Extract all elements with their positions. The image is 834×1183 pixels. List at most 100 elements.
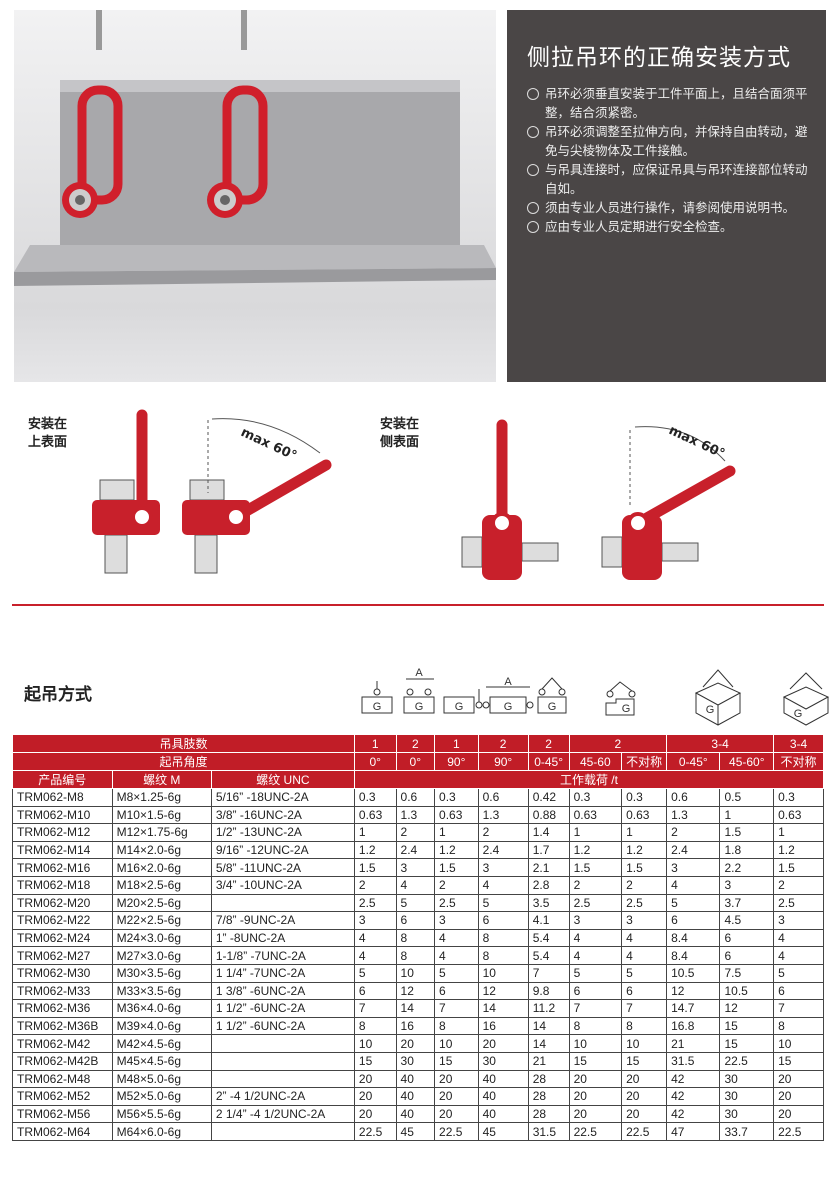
table-cell: 14 xyxy=(395,999,436,1018)
table-cell: M52×5.0-6g xyxy=(111,1087,212,1106)
max-angle-label: max 60° xyxy=(238,425,299,464)
table-cell: 5 xyxy=(477,893,529,913)
table-cell: M22×2.5-6g xyxy=(111,911,212,930)
section-title: 起吊方式 xyxy=(24,685,92,705)
table-cell: 1 xyxy=(353,823,397,842)
panel-title: 侧拉吊环的正确安装方式 xyxy=(527,45,791,71)
table-cell: 5 xyxy=(395,893,436,913)
table-cell: 2 xyxy=(666,823,721,842)
table-cell: 30 xyxy=(477,1051,529,1071)
table-cell: 20 xyxy=(773,1087,824,1106)
table-cell: 3/4” -10UNC-2A xyxy=(210,875,355,895)
table-cell: 2 xyxy=(477,823,529,842)
product-code-cell: TRM062-M24 xyxy=(12,928,113,948)
table-cell: 4 xyxy=(621,928,668,948)
table-cell: 1.4 xyxy=(527,823,570,842)
table-cell: 20 xyxy=(568,1069,623,1089)
table-cell: 4 xyxy=(353,928,397,948)
table-cell: 2.4 xyxy=(477,840,529,860)
product-code-cell: TRM062-M20 xyxy=(12,893,113,913)
table-cell: 40 xyxy=(395,1104,436,1124)
instruction-list: 吊环必须垂直安装于工件平面上，且结合面须平整，结合须紧密。 吊环必须调整至拉伸方… xyxy=(527,84,826,236)
table-cell: 45 xyxy=(477,1122,529,1141)
table-cell: 15 xyxy=(353,1051,397,1071)
table-cell: 5 xyxy=(621,963,668,983)
table-cell: 2.5 xyxy=(621,893,668,913)
product-code-cell: TRM062-M56 xyxy=(12,1104,113,1124)
table-cell: 1.5 xyxy=(621,858,668,877)
icon-g: G xyxy=(504,701,513,713)
icon-g: G xyxy=(706,704,715,716)
table-cell: 1-1/8” -7UNC-2A xyxy=(210,946,355,965)
table-cell: 8.4 xyxy=(666,928,721,948)
header-row-columns: 产品编号 螺纹 M 螺纹 UNC 工作载荷 /t xyxy=(12,770,825,789)
table-cell: 12 xyxy=(666,981,721,1001)
table-cell: 0.63 xyxy=(353,805,397,825)
table-cell: 42 xyxy=(666,1069,721,1089)
table-cell: 20 xyxy=(353,1087,397,1106)
icon-a: A xyxy=(415,667,423,679)
table-cell: 1 xyxy=(773,823,824,842)
header-cell: 90° xyxy=(434,752,479,771)
table-cell: 3/8” -16UNC-2A xyxy=(210,805,355,825)
table-cell: 20 xyxy=(434,1087,479,1106)
table-cell: M56×5.5-6g xyxy=(111,1104,212,1124)
table-cell: 4 xyxy=(434,946,479,965)
table-cell: 0.42 xyxy=(527,788,570,807)
table-cell: 1.5 xyxy=(773,858,824,877)
top-surface-diagram: max 60° xyxy=(92,409,332,574)
table-cell: 1/2” -13UNC-2A xyxy=(210,823,355,842)
table-cell: 2.8 xyxy=(527,875,570,895)
table-cell: 7 xyxy=(527,963,570,983)
load-capacity-table: 吊具肢数 1 2 1 2 2 2 3-4 3-4 起吊角度 0° 0° 90° … xyxy=(12,734,825,1141)
table-cell: 8 xyxy=(395,946,436,965)
table-cell: 20 xyxy=(353,1104,397,1124)
max-angle-label: max 60° xyxy=(666,423,727,462)
table-cell: 1.5 xyxy=(434,858,479,877)
table-cell: 5/8” -11UNC-2A xyxy=(210,858,355,877)
table-cell: 8 xyxy=(568,1016,623,1036)
header-cell: 0° xyxy=(395,752,436,771)
table-cell: M39×4.0-6g xyxy=(111,1016,212,1036)
table-cell: 1 xyxy=(434,823,479,842)
table-cell: 1.7 xyxy=(527,840,570,860)
table-cell: M42×4.5-6g xyxy=(111,1034,212,1053)
table-cell: 40 xyxy=(395,1087,436,1106)
header-cell: 3-4 xyxy=(666,734,775,753)
table-cell: 5 xyxy=(666,893,721,913)
product-code-cell: TRM062-M36B xyxy=(12,1016,113,1036)
table-cell: 0.6 xyxy=(395,788,436,807)
table-cell: M27×3.0-6g xyxy=(111,946,212,965)
table-cell: 6 xyxy=(719,928,775,948)
product-code-cell: TRM062-M12 xyxy=(12,823,113,842)
icon-g: G xyxy=(415,701,424,713)
table-cell: 28 xyxy=(527,1069,570,1089)
header-cell: 2 xyxy=(568,734,668,753)
header-cell: 2 xyxy=(395,734,436,753)
table-cell: 2 xyxy=(568,875,623,895)
table-cell: 11.2 xyxy=(527,999,570,1018)
table-cell: 14 xyxy=(527,1016,570,1036)
table-cell: 0.5 xyxy=(719,788,775,807)
table-cell: 0.3 xyxy=(434,788,479,807)
table-cell: 10 xyxy=(395,963,436,983)
table-cell: 1.3 xyxy=(477,805,529,825)
table-cell: 8 xyxy=(773,1016,824,1036)
table-cell: M20×2.5-6g xyxy=(111,893,212,913)
table-cell: 2 1/4” -4 1/2UNC-2A xyxy=(210,1104,355,1124)
instruction-item: 吊环必须调整至拉伸方向，并保持自由转动，避免与尖棱物体及工件接触。 xyxy=(527,122,817,160)
product-code-cell: TRM062-M52 xyxy=(12,1087,113,1106)
table-cell: 40 xyxy=(395,1069,436,1089)
table-cell: M64×6.0-6g xyxy=(111,1122,212,1141)
table-cell: 0.63 xyxy=(568,805,623,825)
table-cell: M33×3.5-6g xyxy=(111,981,212,1001)
product-code-cell: TRM062-M33 xyxy=(12,981,113,1001)
table-cell: 30 xyxy=(719,1104,775,1124)
table-cell: 20 xyxy=(773,1104,824,1124)
table-cell: 3 xyxy=(666,858,721,877)
table-cell: M30×3.5-6g xyxy=(111,963,212,983)
table-cell: 20 xyxy=(395,1034,436,1053)
